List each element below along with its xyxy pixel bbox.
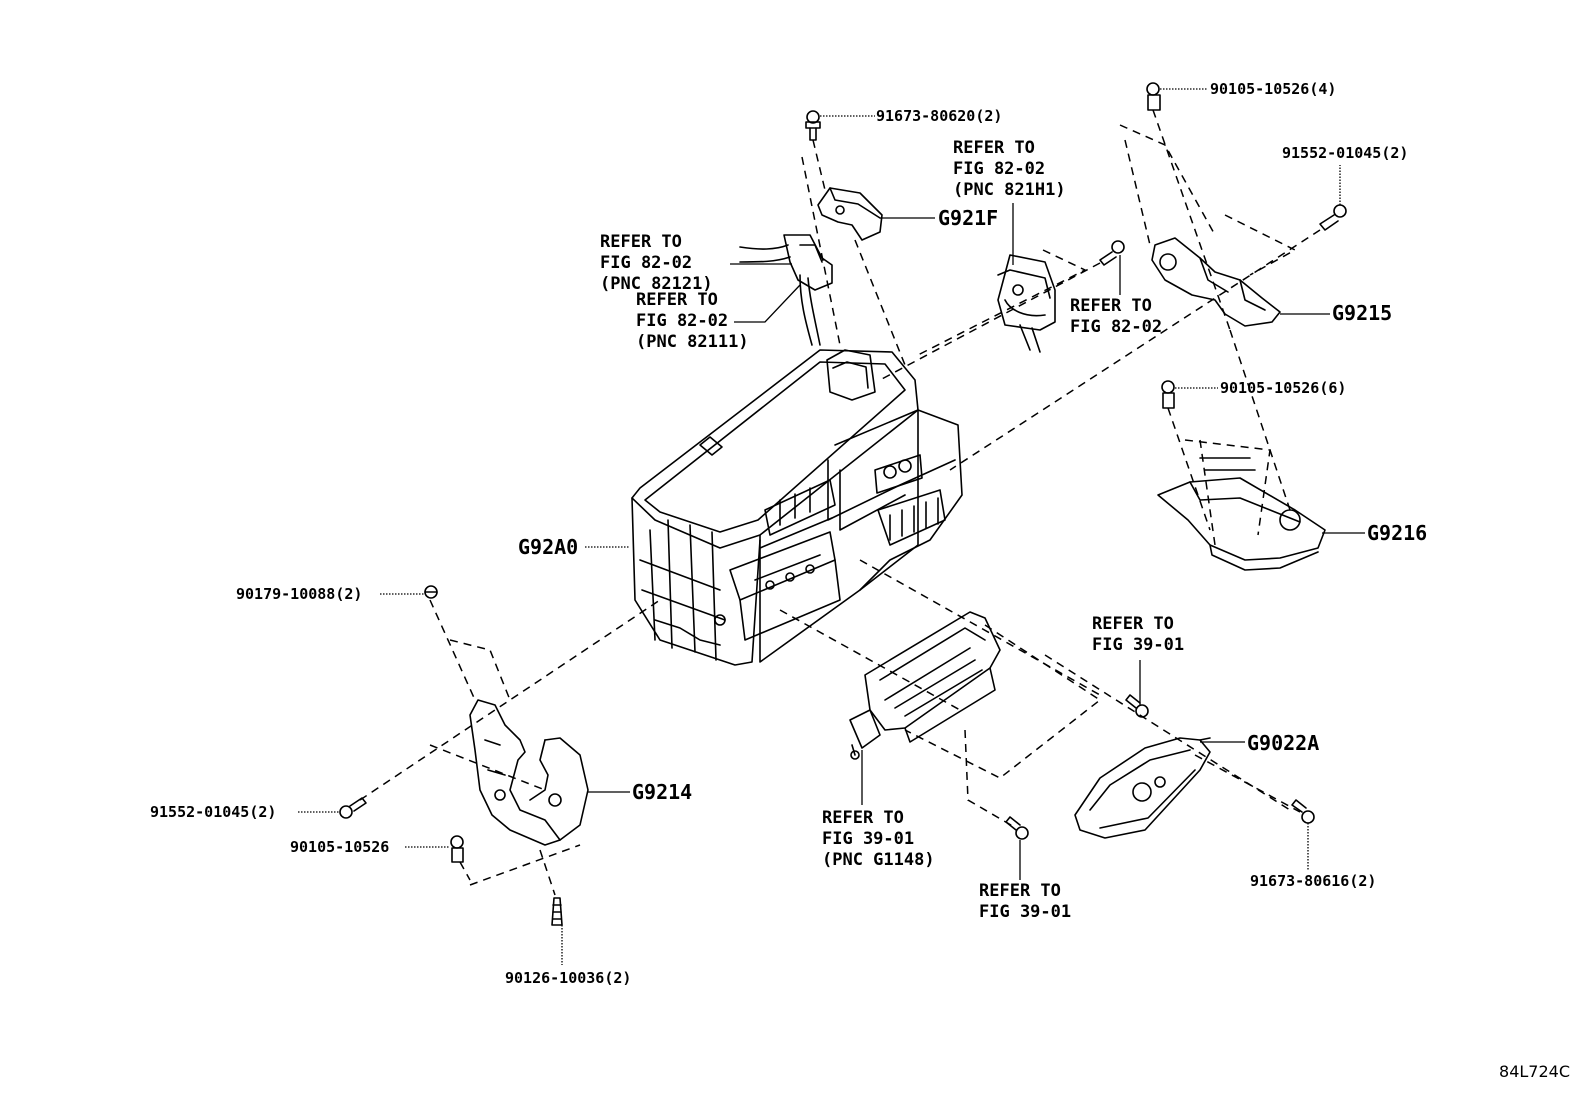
label-91673-80616: 91673-80616(2) bbox=[1250, 872, 1377, 890]
ecu-g1148 bbox=[849, 611, 1001, 760]
ref-39-01-bottom: REFER TO FIG 39-01 bbox=[979, 881, 1072, 922]
bolt-91673-80616 bbox=[1291, 799, 1315, 824]
label-g92a0: G92A0 bbox=[518, 535, 579, 559]
label-91673-80620: 91673-80620(2) bbox=[876, 107, 1003, 125]
ref-821h1: REFER TO FIG 82-02 (PNC 821H1) bbox=[953, 138, 1066, 200]
bolt-91552-01045-left bbox=[339, 797, 367, 819]
cover-g9216 bbox=[1157, 457, 1326, 571]
label-90105-10526: 90105-10526 bbox=[290, 838, 390, 856]
bolt-90105-10526-left bbox=[450, 835, 464, 863]
label-g9216: G9216 bbox=[1367, 521, 1428, 545]
ref-g1148: REFER TO FIG 39-01 (PNC G1148) bbox=[822, 808, 935, 870]
bolt-fig-39-01-bottom bbox=[1005, 816, 1029, 840]
stud-90126-10036 bbox=[551, 897, 563, 926]
connector-821h1 bbox=[997, 254, 1056, 353]
label-g9215: G9215 bbox=[1332, 301, 1393, 325]
bracket-g921f bbox=[817, 187, 883, 241]
ref-82111: REFER TO FIG 82-02 (PNC 82111) bbox=[636, 290, 749, 352]
ref-82-02: REFER TO FIG 82-02 bbox=[1070, 296, 1163, 337]
bolt-fig-82-02 bbox=[1099, 240, 1125, 266]
label-g9022a: G9022A bbox=[1247, 731, 1320, 755]
leader-lines-solid bbox=[588, 203, 1365, 880]
bolt-90105-10526-6 bbox=[1161, 380, 1175, 409]
bolt-91552-01045-top bbox=[1319, 204, 1347, 231]
bolt-91673-80620 bbox=[805, 110, 821, 141]
bolt-fig-39-01-right bbox=[1125, 694, 1149, 718]
leader-lines bbox=[298, 88, 1341, 965]
label-90179-10088: 90179-10088(2) bbox=[236, 585, 363, 603]
label-g9214: G9214 bbox=[632, 780, 693, 804]
bolt-90105-10526-4 bbox=[1146, 82, 1161, 111]
label-90126-10036: 90126-10036(2) bbox=[505, 969, 632, 987]
nut-90179-10088 bbox=[424, 585, 438, 599]
connector-harness-82121 bbox=[739, 234, 833, 346]
ref-39-01-right: REFER TO FIG 39-01 bbox=[1092, 614, 1185, 655]
cover-g9022a bbox=[1074, 737, 1211, 839]
ref-82121: REFER TO FIG 82-02 (PNC 82121) bbox=[600, 232, 713, 294]
label-90105-10526-6: 90105-10526(6) bbox=[1220, 379, 1347, 397]
label-91552-01045-top: 91552-01045(2) bbox=[1282, 144, 1409, 162]
inverter-assembly bbox=[631, 349, 963, 666]
diagram-code: 84L724C bbox=[1499, 1062, 1570, 1081]
label-g921f: G921F bbox=[938, 206, 999, 230]
bracket-g9215 bbox=[1151, 237, 1281, 327]
label-91552-01045-left: 91552-01045(2) bbox=[150, 803, 277, 821]
assembly-lines bbox=[359, 109, 1321, 896]
label-90105-10526-4: 90105-10526(4) bbox=[1210, 80, 1337, 98]
bracket-g9214 bbox=[469, 699, 589, 846]
